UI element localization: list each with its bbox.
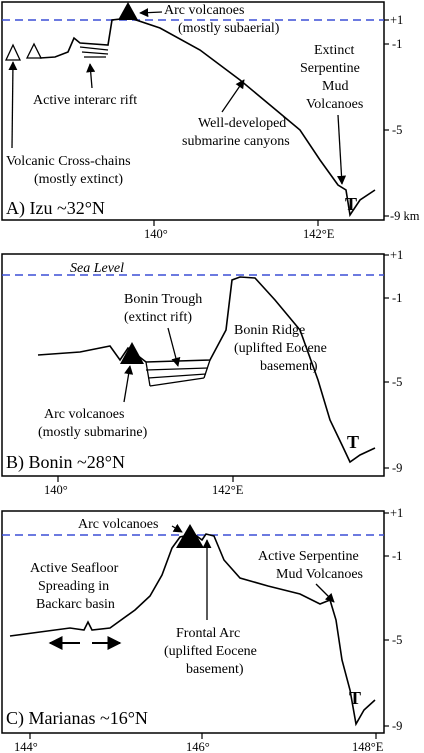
panel-title: A) Izu ~32°N — [6, 198, 105, 219]
arc-volcano-symbol — [120, 342, 144, 364]
longitude-axis — [29, 733, 377, 739]
depth-tick-label: -1 — [392, 291, 402, 305]
mud-volcanoes-label-1: Extinct — [314, 43, 355, 58]
arc-volcanoes-pointer — [171, 523, 183, 533]
bonin-trough-lines — [145, 359, 211, 387]
backarc-label-3: Backarc basin — [36, 597, 115, 612]
mud-volcanoes-label-2: Serpentine — [300, 61, 360, 76]
arc-volcanoes-label-2: (mostly subaerial) — [178, 21, 280, 36]
depth-tick-label: +1 — [390, 248, 403, 262]
depth-tick-label: -9 — [392, 461, 402, 475]
panel-bonin: Sea Level Bonin Trough (extinct rift) Bo… — [1, 248, 403, 497]
bathymetry-profile — [37, 276, 376, 464]
longitude-axis — [57, 476, 234, 482]
interarc-rift-lines — [79, 46, 109, 58]
arc-volcanoes-label: Arc volcanoes — [78, 517, 158, 532]
longitude-tick-label: 146° — [186, 740, 210, 753]
bonin-trough-pointer — [167, 327, 181, 367]
backarc-label-1: Active Seafloor — [30, 561, 119, 576]
bathymetry-profile — [39, 17, 376, 218]
mud-volcanoes-pointer — [336, 114, 347, 185]
longitude-tick-label: 148°E — [352, 740, 384, 753]
depth-tick-label: +1 — [390, 506, 403, 520]
interarc-rift-label: Active interarc rift — [33, 93, 137, 108]
arc-volcanoes-label-1: Arc volcanoes — [164, 3, 244, 18]
depth-tick-label: -1 — [392, 549, 402, 563]
depth-axis — [384, 254, 389, 469]
depth-tick-label: -5 — [392, 375, 402, 389]
bonin-trough-label-2: (extinct rift) — [124, 310, 192, 325]
arc-volcanoes-pointer — [139, 8, 163, 18]
bonin-ridge-label-3: basement) — [260, 359, 318, 374]
longitude-tick-label: 140° — [144, 227, 168, 241]
cross-chains-pointer — [8, 61, 18, 149]
frontal-arc-label-1: Frontal Arc — [176, 626, 240, 641]
bonin-trough-label-1: Bonin Trough — [124, 292, 202, 307]
cross-chain-volcano-2 — [25, 42, 43, 59]
arc-volcano-symbol — [176, 524, 204, 548]
depth-tick-label: -9 — [392, 719, 402, 733]
trench-symbol: T — [349, 688, 361, 708]
mud-volcanoes-label-2: Mud Volcanoes — [276, 567, 363, 582]
depth-tick-label: +1 — [390, 13, 403, 27]
mud-volcanoes-label-3: Mud — [322, 79, 348, 94]
sea-level-label: Sea Level — [70, 261, 124, 276]
frontal-arc-label-3: basement) — [186, 662, 244, 677]
backarc-label-2: Spreading in — [38, 579, 109, 594]
mud-volcanoes-label-4: Volcanoes — [306, 97, 363, 112]
panel-izu: Arc volcanoes (mostly subaerial) Active … — [1, 1, 420, 241]
canyons-pointer — [221, 79, 245, 113]
longitude-axis — [153, 220, 319, 226]
trench-symbol: T — [347, 432, 359, 452]
panel-title: B) Bonin ~28°N — [6, 452, 125, 473]
depth-axis — [384, 19, 389, 217]
depth-tick-label: -1 — [392, 37, 402, 51]
cross-chain-volcano-1 — [4, 43, 22, 61]
depth-tick-label: -5 — [392, 123, 402, 137]
panel-izu-frame — [1, 1, 385, 221]
longitude-tick-label: 140° — [44, 483, 68, 497]
depth-tick-label: -9 km — [390, 209, 420, 223]
canyons-label-1: Well-developed — [198, 116, 286, 131]
panel-title: C) Marianas ~16°N — [6, 708, 148, 729]
panel-marianas: Arc volcanoes Active Seafloor Spreading … — [1, 506, 403, 753]
cross-chains-label-2: (mostly extinct) — [34, 172, 123, 187]
arc-volcanoes-label-1: Arc volcanoes — [44, 407, 124, 422]
trench-symbol: T — [345, 194, 357, 214]
bathymetry-profile — [9, 533, 376, 727]
mud-volcanoes-label-1: Active Serpentine — [258, 549, 359, 564]
cross-chains-label-1: Volcanic Cross-chains — [6, 154, 131, 169]
depth-tick-label: -5 — [392, 633, 402, 647]
bonin-ridge-label-2: (uplifted Eocene — [234, 341, 327, 356]
interarc-rift-pointer — [86, 63, 96, 89]
mud-volcanoes-pointer — [315, 583, 335, 603]
bonin-ridge-label-1: Bonin Ridge — [234, 323, 305, 338]
arc-volcanoes-pointer — [123, 365, 134, 403]
longitude-tick-label: 142°E — [303, 227, 335, 241]
panel-marianas-frame — [1, 510, 385, 734]
arc-volcano-symbol — [118, 2, 138, 20]
depth-axis — [384, 512, 389, 727]
panel-bonin-frame — [1, 253, 385, 477]
longitude-tick-label: 144° — [14, 740, 38, 753]
longitude-tick-label: 142°E — [212, 483, 244, 497]
canyons-label-2: submarine canyons — [182, 134, 290, 149]
frontal-arc-label-2: (uplifted Eocene — [164, 644, 257, 659]
arc-volcanoes-label-2: (mostly submarine) — [38, 425, 148, 440]
